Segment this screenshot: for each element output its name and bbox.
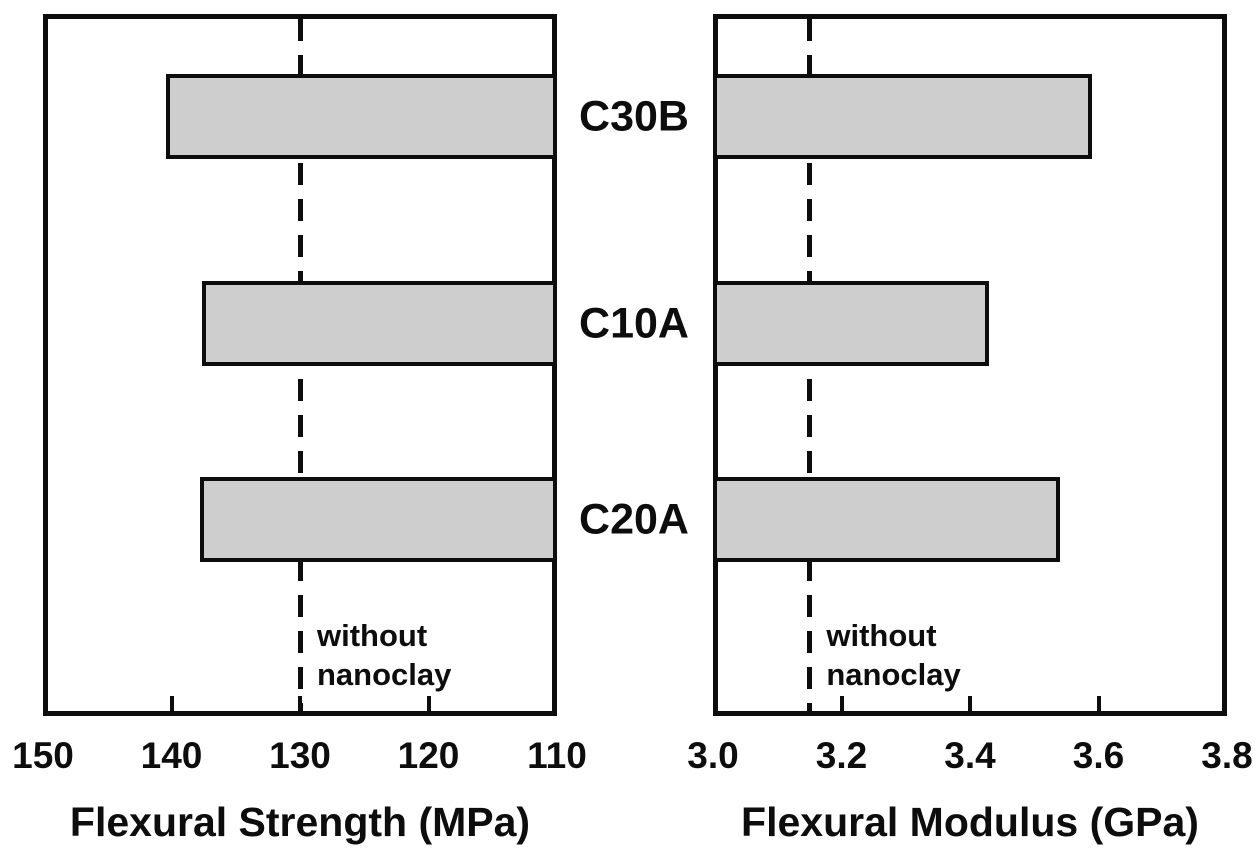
x-tick-label-130: 130 bbox=[269, 735, 331, 776]
bar-C20A-strength bbox=[199, 477, 557, 562]
annotation-line: nanoclay bbox=[826, 657, 961, 693]
bar-C30B-modulus bbox=[713, 74, 1093, 159]
x-axis-tick-modulus bbox=[839, 696, 844, 711]
bar-C20A-modulus bbox=[713, 477, 1060, 562]
x-tick-label-3.6: 3.6 bbox=[1072, 735, 1125, 776]
category-label-C30B: C30B bbox=[579, 92, 689, 140]
x-tick-label-150: 150 bbox=[12, 735, 74, 776]
x-axis-tick-strength bbox=[169, 696, 174, 711]
x-tick-label-120: 120 bbox=[397, 735, 460, 776]
x-axis-tick-strength bbox=[426, 696, 431, 711]
x-axis-title-flexural-strength: Flexural Strength (MPa) bbox=[69, 799, 531, 845]
x-tick-label-3.0: 3.0 bbox=[687, 735, 739, 776]
annotation-line: nanoclay bbox=[317, 657, 452, 693]
bar-C10A-strength bbox=[202, 281, 557, 366]
x-tick-label-110: 110 bbox=[527, 735, 587, 776]
x-tick-label-3.4: 3.4 bbox=[944, 735, 996, 776]
annotation-line: without bbox=[826, 618, 937, 653]
x-axis-tick-strength bbox=[298, 696, 302, 711]
x-axis-tick-modulus bbox=[1096, 696, 1101, 711]
bar-C30B-strength bbox=[166, 74, 557, 159]
bar-C10A-modulus bbox=[713, 281, 990, 366]
x-axis-title-flexural-modulus: Flexural Modulus (GPa) bbox=[741, 799, 1199, 845]
x-tick-label-3.2: 3.2 bbox=[815, 735, 868, 776]
category-label-C20A: C20A bbox=[579, 495, 689, 543]
x-tick-label-3.8: 3.8 bbox=[1201, 735, 1253, 776]
x-axis-tick-modulus bbox=[968, 696, 972, 711]
x-tick-label-140: 140 bbox=[140, 735, 203, 776]
annotation-without-nanoclay-right: without nanoclay bbox=[826, 616, 960, 694]
category-label-C10A: C10A bbox=[579, 299, 689, 347]
annotation-line: without bbox=[317, 618, 428, 653]
annotation-without-nanoclay-left: without nanoclay bbox=[317, 616, 451, 694]
